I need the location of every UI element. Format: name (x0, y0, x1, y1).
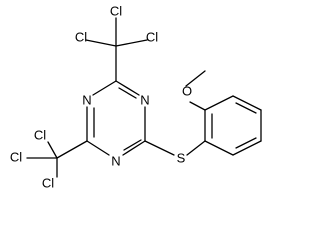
ring-bond (122, 140, 146, 156)
ring-double-bond (123, 139, 142, 151)
bond-oxygen-methyl (185, 70, 206, 87)
chlorine-label: Cl (34, 127, 46, 142)
bond-sulfur-phenyl (186, 140, 206, 156)
phenyl-bond (204, 95, 234, 111)
bottom-trichloromethyl-group: Cl Cl Cl (10, 127, 88, 190)
nitrogen-label: N (111, 153, 120, 168)
top-trichloromethyl-group: Cl Cl Cl (75, 3, 158, 82)
chlorine-label: Cl (146, 29, 158, 44)
bond-ring-sulfur (144, 140, 175, 156)
bond-bottom-c-cl-up (47, 141, 58, 159)
ring-bond (86, 140, 110, 156)
phenyl-bond (232, 95, 262, 111)
methoxy-group: O (182, 70, 206, 111)
ring-bond (115, 80, 140, 96)
chlorine-label: Cl (110, 3, 122, 18)
bond-ring-bottom-c (56, 140, 88, 159)
chemical-structure-diagram: Cl Cl Cl N N N Cl Cl Cl S (10, 3, 262, 190)
bond-top-c-cl-right (115, 39, 148, 47)
sulfur-label: S (177, 150, 186, 165)
phenyl-double-bond (235, 102, 257, 114)
chlorine-label: Cl (42, 175, 54, 190)
nitrogen-label: N (140, 92, 149, 107)
chlorine-label: Cl (75, 29, 87, 44)
phenyl-bond (232, 140, 262, 156)
ring-double-bond (118, 87, 137, 99)
oxygen-label: O (182, 83, 192, 98)
thioether-linkage: S (144, 140, 206, 165)
nitrogen-label: N (82, 92, 91, 107)
methoxyphenyl-ring (204, 95, 262, 156)
phenyl-bond (204, 140, 234, 156)
bond-phenyl-oxygen (189, 101, 206, 111)
bond-top-c-cl-left (85, 39, 117, 47)
triazine-ring: N N N (82, 80, 150, 168)
ring-bond (92, 80, 117, 96)
phenyl-double-bond (235, 137, 257, 149)
chlorine-label: Cl (10, 149, 22, 164)
